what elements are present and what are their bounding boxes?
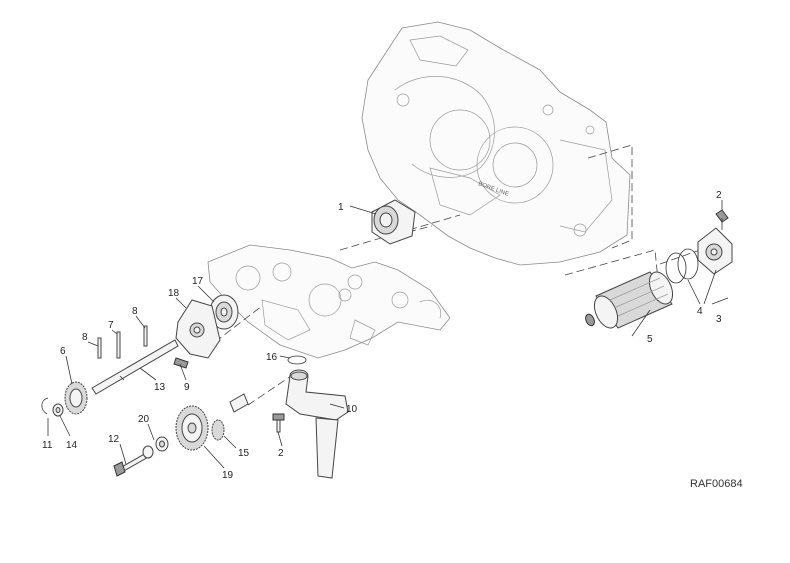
callout-19: 19	[222, 470, 234, 481]
part-5-oil-filter	[585, 271, 674, 329]
part-4-o-rings	[665, 248, 699, 284]
callout-18: 18	[168, 288, 180, 299]
callout-1: 1	[338, 202, 344, 213]
upper-crankcase: BORE LINE	[361, 21, 631, 266]
part-3-filter-cover	[697, 227, 733, 275]
part-2-bolt-lower	[272, 413, 285, 433]
callout-6: 6	[60, 346, 66, 357]
part-2-bolt-upper	[715, 209, 729, 230]
part-16-o-ring	[287, 355, 307, 365]
leader-lines	[47, 200, 729, 469]
part-15-pinion	[211, 393, 249, 441]
reference-code: RAF00684	[690, 478, 743, 490]
part-9-bolt	[173, 357, 189, 369]
part-12-bolt	[113, 451, 151, 477]
callout-13: 13	[154, 382, 166, 393]
callout-15: 15	[238, 448, 250, 459]
part-13-shaft	[91, 339, 179, 395]
part-20-washers	[142, 436, 169, 459]
part-6-gear	[64, 381, 88, 415]
callout-17: 17	[192, 276, 204, 287]
callout-5: 5	[647, 334, 653, 345]
part-1-pump-rotor-housing	[371, 199, 416, 245]
callout-11: 11	[42, 440, 53, 451]
callout-4: 4	[697, 306, 703, 317]
callout-14: 14	[66, 440, 78, 451]
lower-crankcase	[207, 244, 451, 359]
callout-12: 12	[108, 434, 120, 445]
callout-8-right: 8	[132, 306, 138, 317]
callout-20: 20	[138, 414, 150, 425]
parts-11-14-clip-washer	[41, 397, 64, 417]
callout-3: 3	[716, 314, 722, 325]
callout-7: 7	[108, 320, 114, 331]
callout-9: 9	[184, 382, 190, 393]
part-18-pump-cover	[175, 299, 221, 359]
callouts: 1 2 4 3 5 6 8 7 8 9 13 10 11 14 12 20 15…	[42, 190, 722, 481]
callout-16: 16	[266, 352, 278, 363]
callout-2-bottom: 2	[278, 448, 284, 459]
callout-2-top: 2	[716, 190, 722, 201]
part-10-suction-pipe	[285, 369, 349, 479]
pins	[97, 325, 148, 359]
callout-8-left: 8	[82, 332, 88, 343]
part-19-gear	[175, 405, 209, 451]
callout-10: 10	[346, 404, 358, 415]
